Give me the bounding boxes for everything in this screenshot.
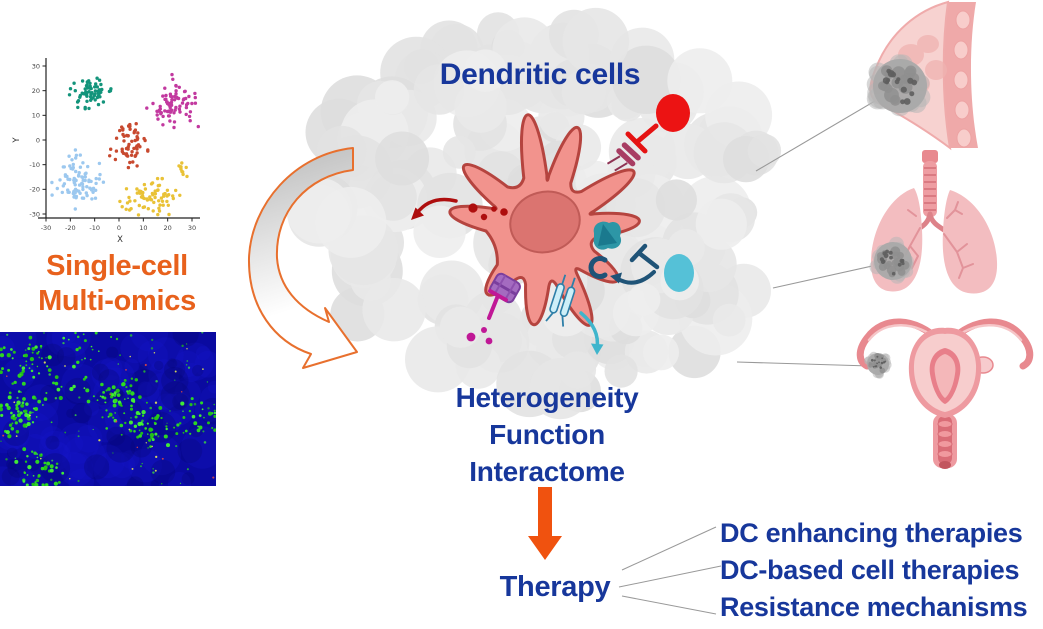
single-cell-scatter-plot: -30 -20 -10 0 10 20 30 -30 -20 -10 0 10 20 30X Y (12, 58, 200, 245)
cell-nucleus (509, 190, 581, 254)
property-heterogeneity: Heterogeneity (455, 382, 639, 413)
secreted-molecules-magenta (466, 327, 493, 345)
svg-text:20: 20 (32, 87, 40, 95)
fluorescence-tissue-image (0, 332, 216, 486)
dc-properties-label: Heterogeneity Function Interactome (418, 379, 676, 490)
therapy-label: Therapy (499, 571, 611, 603)
scatter-cluster-teal (67, 76, 113, 111)
scatter-cluster-lightblue (50, 148, 106, 211)
microscopy-art (0, 332, 216, 486)
therapy-item-resistance: Resistance mechanisms (720, 592, 1028, 622)
svg-text:-30: -30 (29, 210, 40, 218)
dendritic-cells-label: Dendritic cells (439, 58, 641, 91)
scatter-axes-and-points: -30 -20 -10 0 10 20 30 -30 -20 -10 0 10 20 30X Y (12, 58, 200, 245)
scatter-cluster-yellow (118, 161, 189, 217)
property-interactome: Interactome (469, 456, 625, 487)
therapy-items-list: DC enhancing therapies DC-based cell the… (720, 515, 1043, 626)
ribs (953, 10, 972, 148)
connector-uterus (736, 361, 871, 367)
presentation-arrow-cyan (579, 311, 604, 355)
larynx (922, 150, 938, 163)
svg-text:0: 0 (117, 224, 121, 232)
therapy-branch-lines (618, 526, 722, 615)
teal-vesicle (593, 221, 622, 250)
right-lung (942, 190, 998, 294)
therapy-item-enhancing: DC enhancing therapies (720, 518, 1023, 548)
svg-text:30: 30 (32, 62, 40, 70)
trachea-rings (924, 167, 936, 211)
secretion-arrow-red (411, 197, 458, 220)
tumor-mass-breast (866, 54, 931, 117)
breast-tumor-illustration (866, 0, 978, 151)
property-function: Function (489, 419, 605, 450)
receptor-maroon (606, 142, 641, 172)
svg-text:0: 0 (36, 136, 40, 144)
therapy-flow-graphics (528, 487, 722, 615)
receptor-lightblue (545, 274, 576, 327)
svg-text:20: 20 (164, 224, 172, 232)
single-cell-multiomics-label: Single-cell Multi-omics (10, 249, 224, 319)
inhibition-t-bar-navy (629, 243, 660, 270)
dendritic-cell-overlays (411, 94, 694, 355)
tumor-mass-lung (869, 236, 914, 284)
svg-text:-20: -20 (29, 186, 40, 194)
scatter-cluster-magenta (145, 72, 200, 130)
svg-text:-10: -10 (89, 224, 100, 232)
cyan-immune-cell (664, 254, 694, 292)
svg-text:-30: -30 (41, 224, 52, 232)
dendritic-cell-illustration (411, 94, 694, 355)
therapy-item-dc-based: DC-based cell therapies (720, 555, 1020, 585)
tumor-mass-ovary (864, 351, 892, 379)
svg-text:X: X (117, 235, 123, 245)
scatter-cluster-red (108, 122, 150, 170)
secreted-molecules-red (468, 203, 508, 221)
fallopian-tube-left (856, 318, 945, 370)
interaction-arrow-navy (610, 270, 656, 285)
fallopian-tube-right (945, 318, 1034, 370)
inhibition-t-bar-red (625, 123, 659, 154)
svg-text:10: 10 (32, 112, 40, 120)
red-inhibitor-cell (656, 94, 690, 132)
svg-text:Y: Y (12, 137, 22, 144)
svg-text:30: 30 (188, 224, 196, 232)
multiomics-to-tumor-arrow (247, 147, 358, 369)
svg-text:-20: -20 (65, 224, 76, 232)
multiomics-line-1: Single-cell (46, 250, 188, 282)
multiomics-line-2: Multi-omics (38, 285, 196, 317)
inhibition-t-bar-magenta (487, 289, 508, 320)
lung-tumor-illustration (869, 150, 998, 294)
therapy-down-arrow (528, 487, 562, 560)
svg-text:-10: -10 (29, 161, 40, 169)
svg-text:10: 10 (139, 224, 147, 232)
c-type-receptor (588, 256, 608, 279)
ovarian-tumor-illustration (856, 318, 1034, 469)
